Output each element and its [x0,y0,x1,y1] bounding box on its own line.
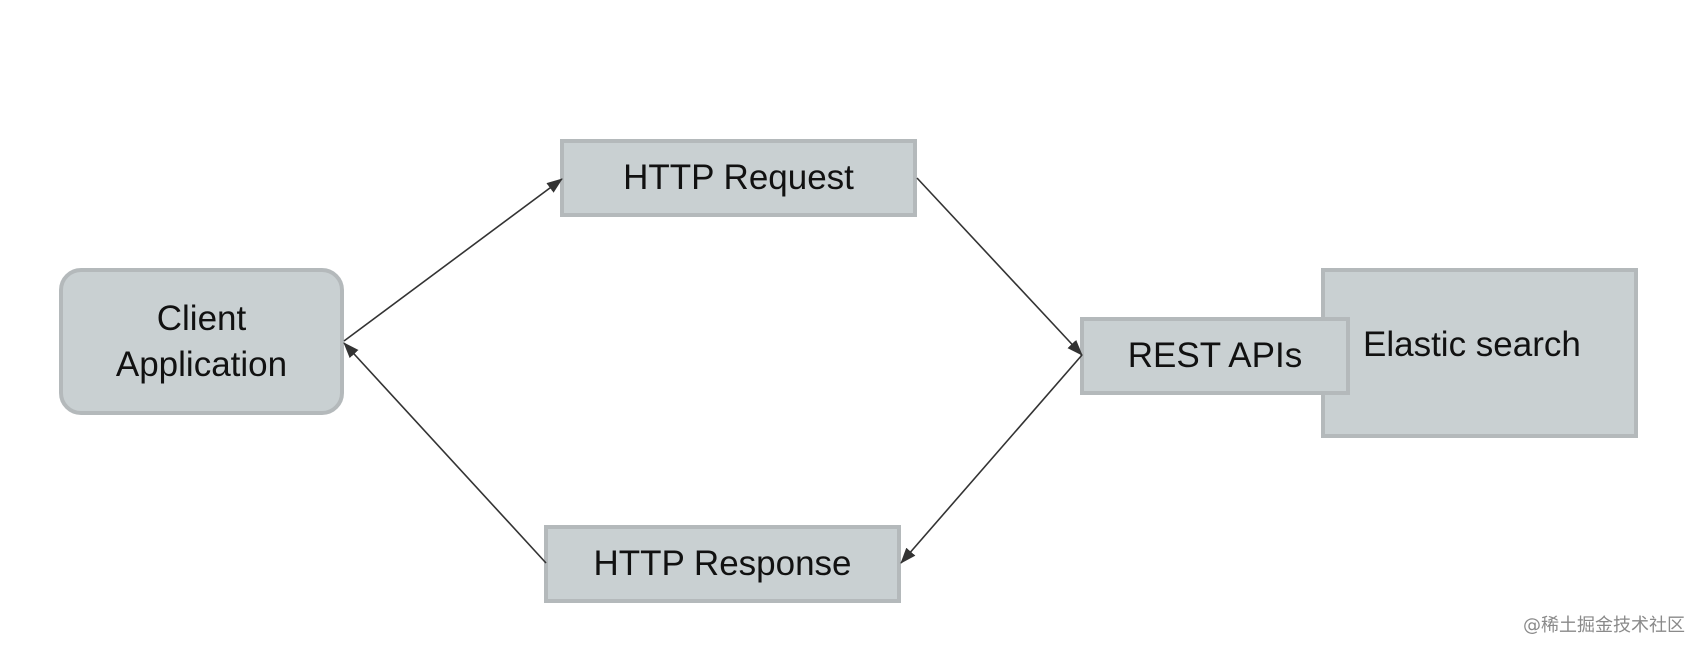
edge-client-to-request [343,178,563,342]
http-response-label: HTTP Response [593,544,852,584]
http-request-label: HTTP Request [623,158,854,198]
http-request-node: HTTP Request [560,139,917,217]
client-label-line2: Application [115,344,288,384]
rest-apis-node: REST APIs [1080,317,1350,395]
watermark: @稀土掘金技术社区 [1523,615,1685,636]
client-application-node: Client Application [59,268,344,415]
elastic-search-node: Elastic search [1321,268,1638,438]
client-application-label: Client Application [116,296,287,387]
http-response-node: HTTP Response [544,525,901,603]
client-label-line1: Client [156,299,247,338]
edge-response-to-client [343,342,547,564]
elastic-search-label: Elastic search [1363,325,1581,365]
edge-rest-to-response [900,354,1083,564]
edge-request-to-rest [916,177,1083,356]
rest-apis-label: REST APIs [1127,336,1303,376]
